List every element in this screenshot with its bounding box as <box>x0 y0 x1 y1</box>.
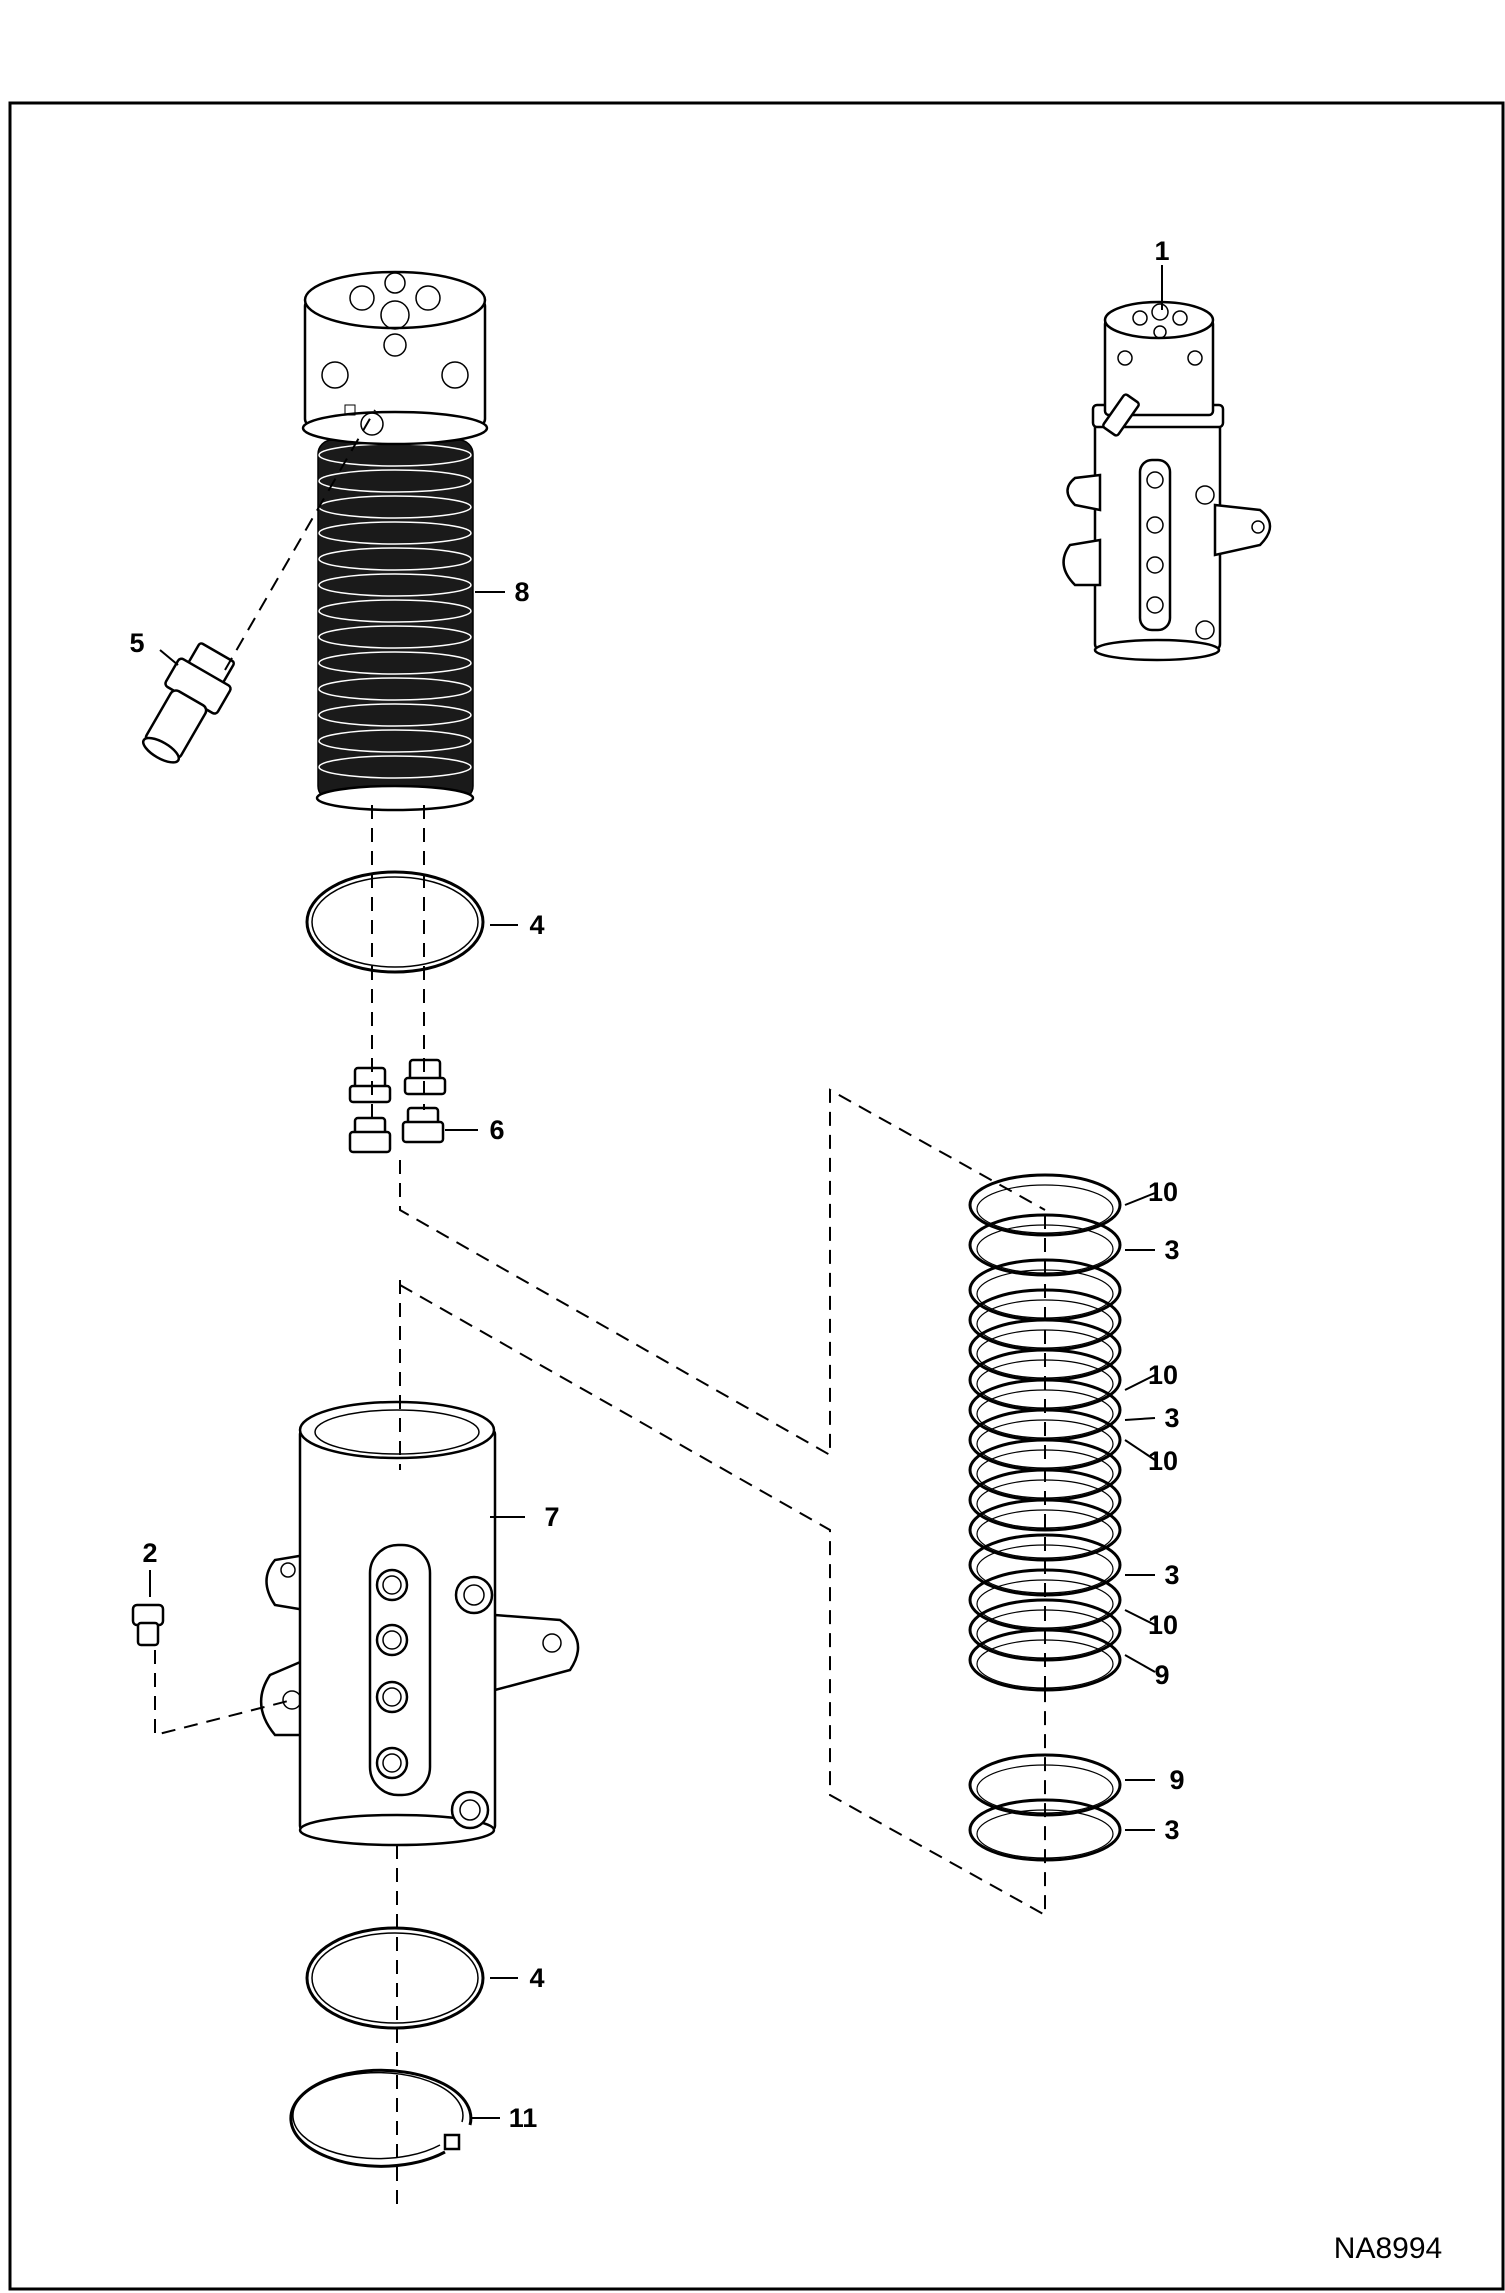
spool-groove <box>318 599 472 623</box>
drawing-code: NA8994 <box>1334 2232 1442 2265</box>
seal-ring <box>968 1173 1122 1237</box>
spool-groove <box>318 469 472 493</box>
o-ring-lower-illustration <box>305 1926 485 2030</box>
spool-groove <box>318 729 472 753</box>
spool-illustration <box>301 270 489 812</box>
callout-5: 5 <box>129 628 144 658</box>
o-ring-upper-illustration <box>305 870 485 974</box>
callout-10-c: 10 <box>1148 1446 1178 1476</box>
snap-ring-illustration <box>289 2068 473 2168</box>
spool-groove <box>318 651 472 675</box>
spool-groove <box>318 703 472 727</box>
seal-ring-inner <box>976 1299 1114 1349</box>
spool-groove <box>318 677 472 701</box>
seal-ring-inner <box>976 1579 1114 1629</box>
callout-3-d: 3 <box>1164 1815 1179 1845</box>
callout-3-b: 3 <box>1164 1403 1179 1433</box>
callout-10-a: 10 <box>1148 1177 1178 1207</box>
spool-groove <box>318 547 472 571</box>
seal-ring-inner <box>976 1509 1114 1559</box>
callout-6: 6 <box>489 1115 504 1145</box>
leader-lines <box>149 265 1163 2119</box>
plug-illustration <box>131 1603 165 1647</box>
callout-9-b: 9 <box>1169 1765 1184 1795</box>
callout-1: 1 <box>1154 236 1169 266</box>
diagram-frame <box>8 101 1505 2291</box>
assembly-lines <box>154 409 1046 2205</box>
seal-ring-inner <box>976 1184 1114 1234</box>
callout-3-c: 3 <box>1164 1560 1179 1590</box>
callout-10-d: 10 <box>1148 1610 1178 1640</box>
swivel-assembly-illustration <box>1062 300 1272 662</box>
callout-4-lower: 4 <box>529 1963 544 1993</box>
spool-groove <box>318 521 472 545</box>
housing-illustration <box>259 1400 580 1847</box>
callout-4-upper: 4 <box>529 910 544 940</box>
callout-8: 8 <box>514 577 529 607</box>
callouts: 1 8 5 4 6 7 2 4 11 10 3 10 3 10 3 10 9 9… <box>129 236 1184 2133</box>
spool-groove <box>318 755 472 779</box>
spool-groove <box>318 573 472 597</box>
spool-groove <box>318 625 472 649</box>
fitting-illustration <box>141 642 235 764</box>
callout-11: 11 <box>509 2103 538 2133</box>
callout-10-b: 10 <box>1148 1360 1178 1390</box>
callout-2: 2 <box>142 1538 157 1568</box>
callout-3-a: 3 <box>1164 1235 1179 1265</box>
callout-7: 7 <box>544 1502 559 1532</box>
callout-9-a: 9 <box>1154 1660 1169 1690</box>
plugs-illustration <box>348 1058 447 1154</box>
